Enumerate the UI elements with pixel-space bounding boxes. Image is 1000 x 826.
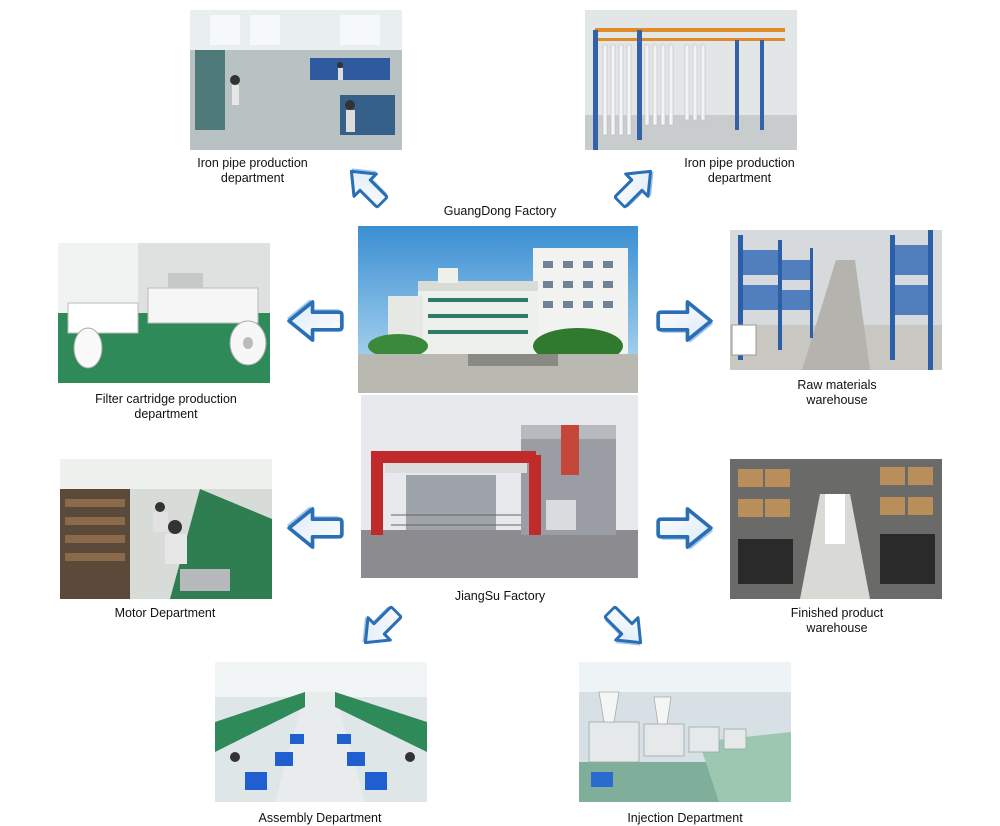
motor-department-photo: [60, 459, 272, 599]
guangdong-factory-label: GuangDong Factory: [443, 204, 557, 218]
finished-product-warehouse-photo: [730, 459, 942, 599]
injection-department-caption: Injection Department: [627, 811, 743, 825]
iron-pipe-caption-right: Iron pipe production department: [684, 156, 795, 185]
iron-pipe-workshop-photo-left: [190, 10, 402, 150]
guangdong-factory-photo: [358, 226, 638, 393]
raw-materials-caption: Raw materials warehouse: [797, 378, 877, 407]
assembly-department-photo: [215, 662, 427, 802]
arrow-to-motor-department-icon: [282, 503, 346, 553]
arrow-to-raw-materials-icon: [654, 296, 718, 346]
iron-pipe-caption-left: Iron pipe production department: [197, 156, 308, 185]
arrow-to-filter-cartridge-icon: [282, 296, 346, 346]
filter-cartridge-caption: Filter cartridge production department: [95, 392, 237, 421]
jiangsu-factory-label: JiangSu Factory: [454, 589, 546, 603]
injection-department-photo: [579, 662, 791, 802]
jiangsu-factory-photo: [361, 395, 638, 578]
arrow-to-iron-pipe-right-icon: [606, 157, 667, 217]
filter-cartridge-photo: [58, 243, 270, 383]
motor-department-caption: Motor Department: [114, 606, 216, 620]
arrow-to-injection-icon: [595, 598, 655, 659]
finished-product-caption: Finished product warehouse: [790, 606, 884, 635]
iron-pipe-workshop-photo-right: [585, 10, 797, 150]
arrow-to-iron-pipe-left-icon: [337, 155, 397, 216]
arrow-to-finished-product-icon: [654, 503, 718, 553]
arrow-to-assembly-icon: [349, 597, 410, 657]
assembly-department-caption: Assembly Department: [258, 811, 382, 825]
raw-materials-warehouse-photo: [730, 230, 942, 370]
